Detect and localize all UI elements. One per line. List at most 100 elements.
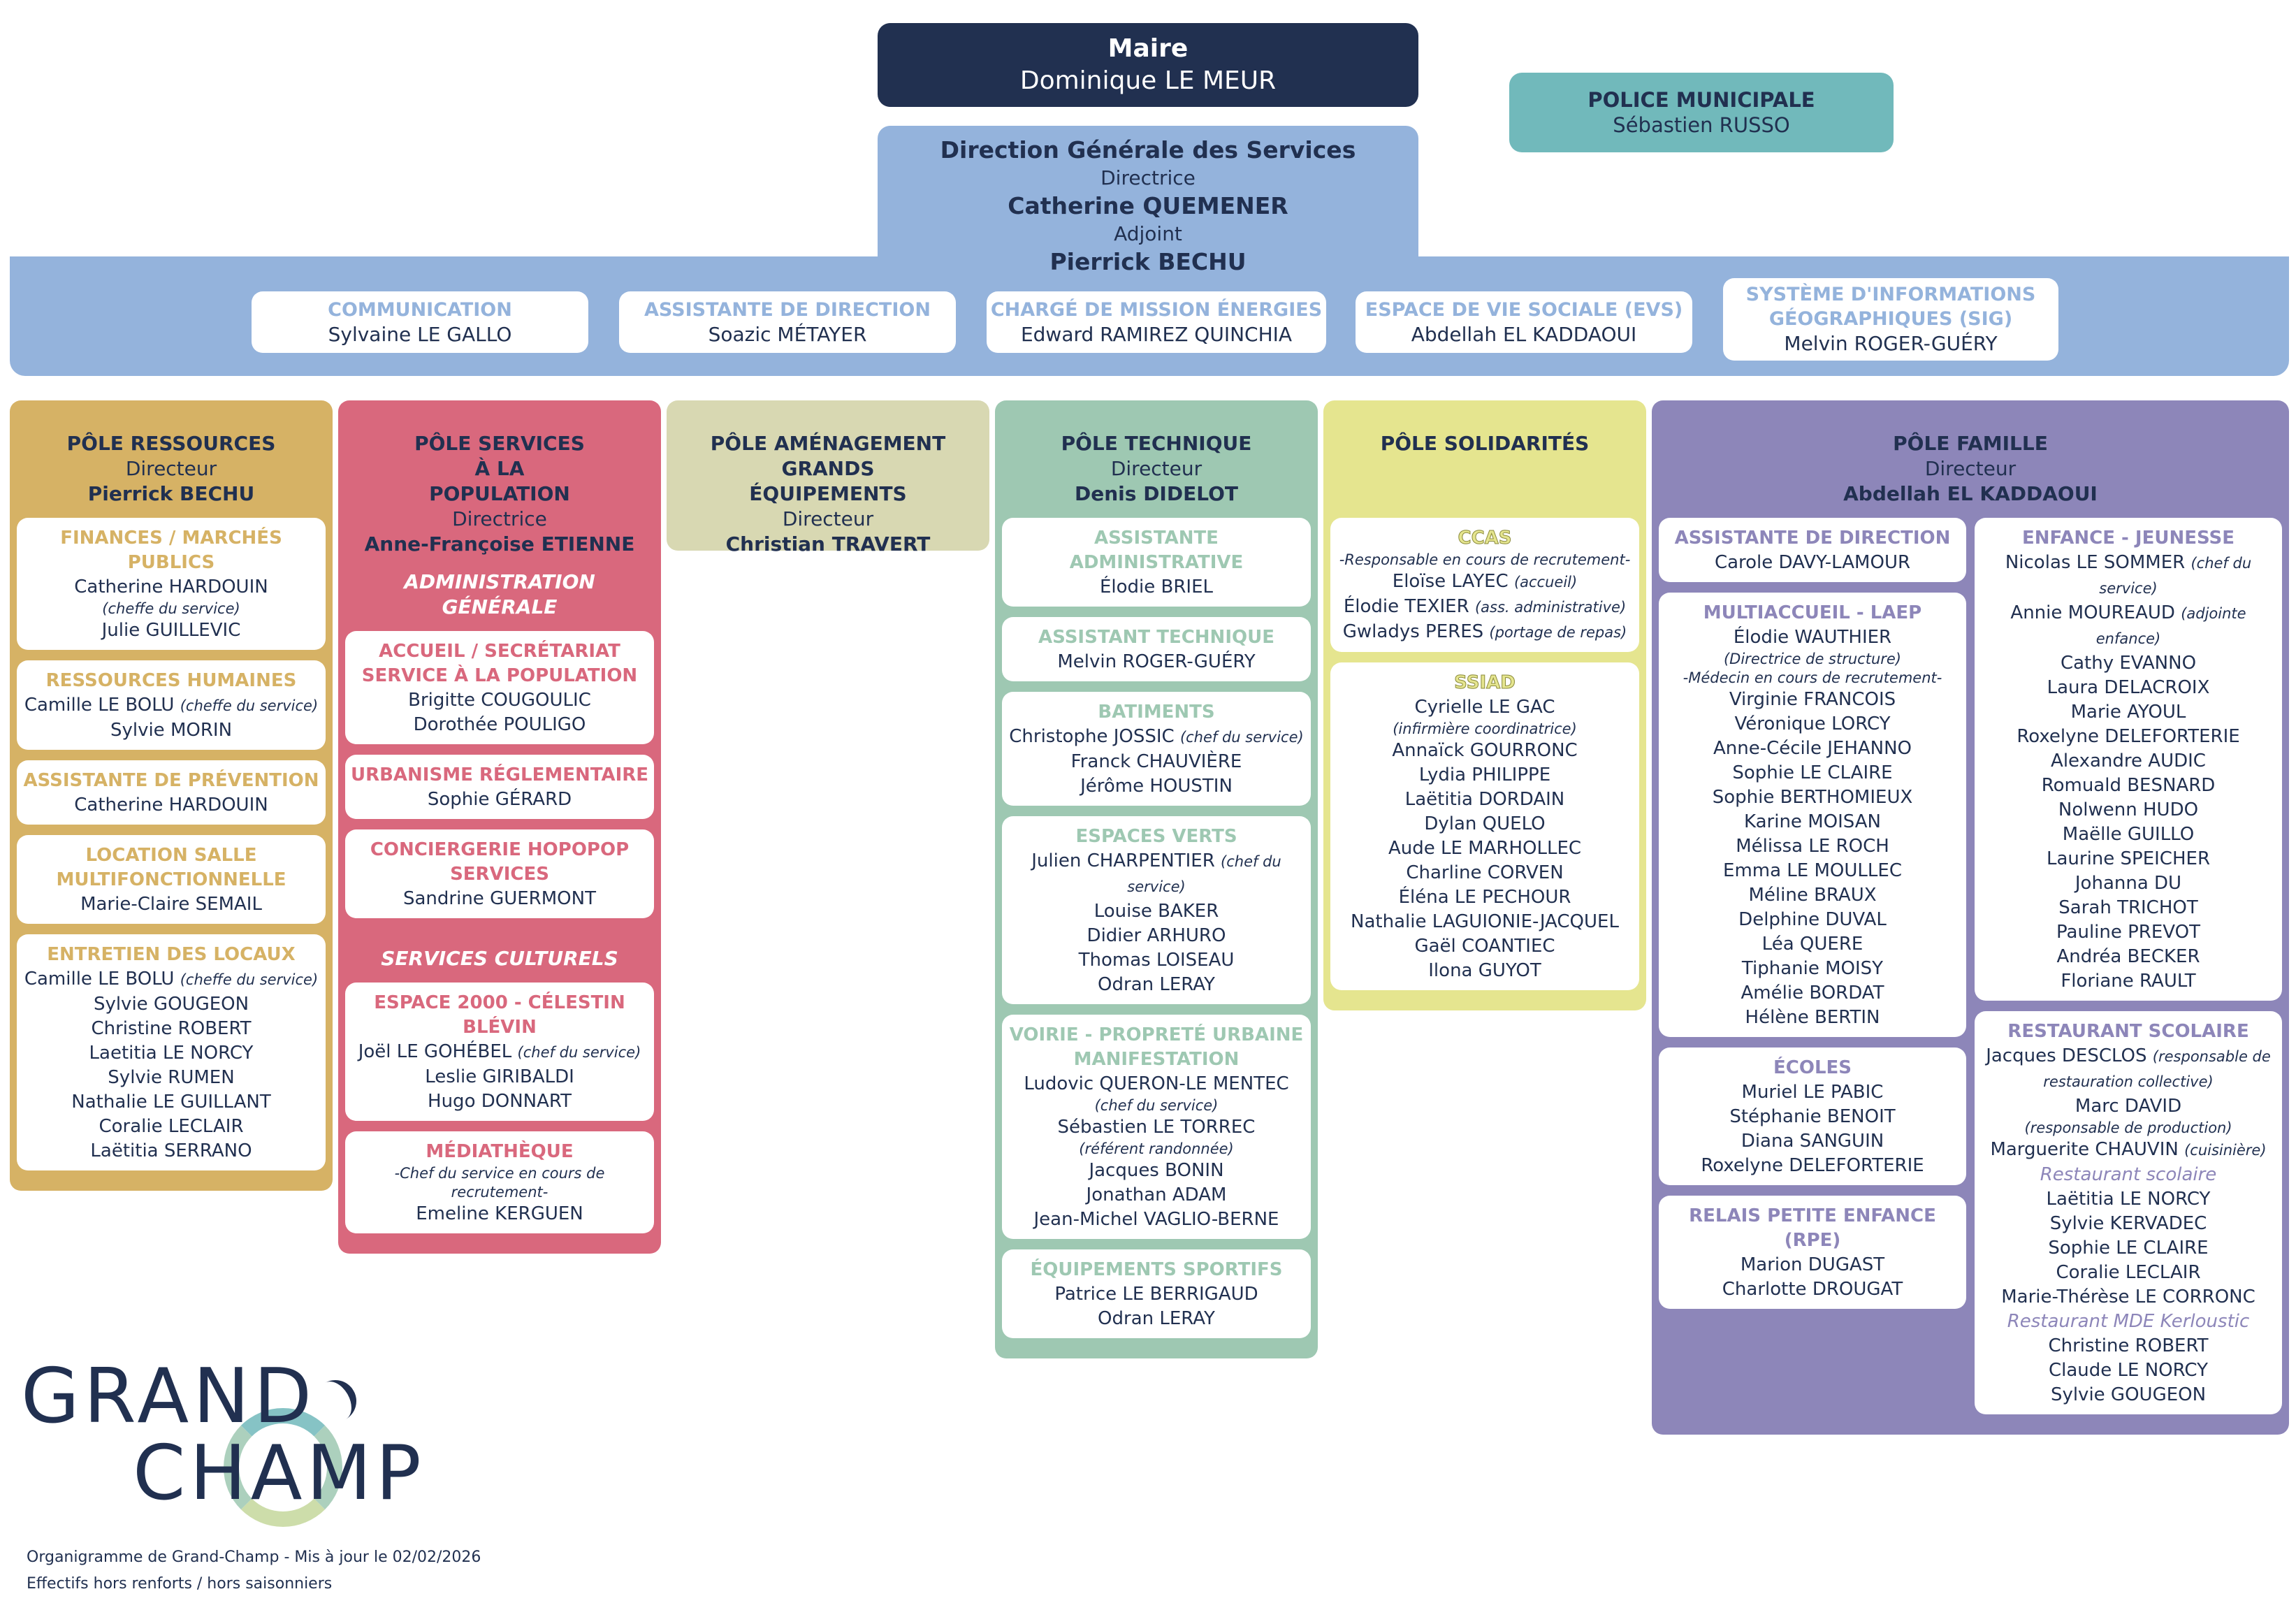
dgs-service-evs: ESPACE DE VIE SOCIALE (EVS) Abdellah EL … <box>1356 291 1692 353</box>
person-entry: Julie GUILLEVIC <box>21 618 321 643</box>
person-entry: Thomas LOISEAU <box>1006 948 1307 973</box>
service-card-title: FINANCES / MARCHÉS PUBLICS <box>60 528 282 573</box>
person-name: Anne-Cécile JEHANNO <box>1713 738 1912 759</box>
person-name: Nathalie LAGUIONIE-JACQUEL <box>1351 911 1619 932</box>
person-name: Camille LE BOLU <box>24 969 175 989</box>
person-entry: Claude LE NORCY <box>1979 1358 2278 1383</box>
person-entry: Léa QUERE <box>1663 932 1962 957</box>
pole-role: Directeur <box>1924 457 2017 480</box>
person-entry: Hugo DONNART <box>349 1089 650 1114</box>
person-entry: Tiphanie MOISY <box>1663 957 1962 981</box>
person-name: Sylvie KERVADEC <box>2049 1213 2207 1234</box>
person-entry: Marguerite CHAUVIN (cuisinière) <box>1979 1138 2278 1163</box>
person-entry: Mélissa LE ROCH <box>1663 834 1962 859</box>
service-person: Melvin ROGER-GUÉRY <box>1784 332 1998 355</box>
person-name: Louise BAKER <box>1093 901 1219 922</box>
pole-role: Directrice <box>452 507 547 530</box>
person-name: Laura DELACROIX <box>2047 677 2210 698</box>
person-name: Roxelyne DELEFORTERIE <box>1701 1155 1924 1176</box>
person-entry: Nolwenn HUDO <box>1979 798 2278 822</box>
person-name: Sophie GÉRARD <box>427 789 572 810</box>
person-role-note: (chef du service) <box>2099 555 2252 597</box>
service-title: SYSTÈME D'INFORMATIONS GÉOGRAPHIQUES (SI… <box>1745 284 2036 330</box>
logo-word-grand: GRAND <box>21 1353 317 1440</box>
person-name: Gaël COANTIEC <box>1414 936 1555 957</box>
person-name: Romuald BESNARD <box>2041 775 2216 796</box>
pole-director: Christian TRAVERT <box>725 532 931 556</box>
person-entry: Sophie LE CLAIRE <box>1979 1236 2278 1261</box>
person-name: Jean-Michel VAGLIO-BERNE <box>1033 1209 1279 1230</box>
person-name: Roxelyne DELEFORTERIE <box>2017 726 2240 747</box>
person-name: Sophie BERTHOMIEUX <box>1712 787 1913 808</box>
person-name: Marguerite CHAUVIN <box>1990 1139 2179 1160</box>
person-entry: Camille LE BOLU (cheffe du service) <box>21 967 321 992</box>
service-card-title: ASSISTANTE DE DIRECTION <box>1674 528 1951 549</box>
pole-role: Directeur <box>125 457 217 480</box>
person-entry: Nathalie LE GUILLANT <box>21 1090 321 1115</box>
dgs-service-assistante-direction: ASSISTANTE DE DIRECTION Soazic MÉTAYER <box>619 291 956 353</box>
dgs-service-energies: CHARGÉ DE MISSION ÉNERGIES Edward RAMIRE… <box>987 291 1326 353</box>
famille-columns: ASSISTANTE DE DIRECTION Carole DAVY-LAMOU… <box>1659 518 2282 1425</box>
person-name: Brigitte COUGOULIC <box>408 690 591 711</box>
service-title: ASSISTANTE DE DIRECTION <box>644 298 931 321</box>
person-entry: Marion DUGAST <box>1663 1253 1962 1277</box>
person-role-note: (chef du service) <box>1127 853 1281 895</box>
person-name: Muriel LE PABIC <box>1741 1082 1884 1103</box>
person-role-note: (portage de repas) <box>1489 624 1627 641</box>
person-entry: Marie-Thérèse LE CORRONC <box>1979 1285 2278 1310</box>
person-name: Annaïck GOURRONC <box>1392 740 1578 761</box>
person-entry: Annie MOUREAUD (adjointe enfance) <box>1979 601 2278 651</box>
person-entry: Éléna LE PECHOUR <box>1335 885 1635 910</box>
person-entry: Floriane RAULT <box>1979 969 2278 994</box>
service-card-title: MULTIACCUEIL - LAEP <box>1703 602 1922 623</box>
person-entry: Sylvie GOUGEON <box>21 992 321 1017</box>
person-name: Franck CHAUVIÈRE <box>1070 751 1242 772</box>
service-card: ASSISTANTE DE DIRECTION Carole DAVY-LAMOU… <box>1659 518 1966 582</box>
person-name: Élodie WAUTHIER <box>1733 627 1892 648</box>
person-entry: Leslie GIRIBALDI <box>349 1065 650 1089</box>
person-name: Cathy EVANNO <box>2060 653 2197 674</box>
pole-director: Anne-Françoise ETIENNE <box>364 532 635 556</box>
service-card-title: ENTRETIEN DES LOCAUX <box>47 944 296 965</box>
person-name: Charline CORVEN <box>1406 862 1564 883</box>
person-name: Laëtitia LE NORCY <box>2046 1189 2211 1210</box>
service-person: Sylvaine LE GALLO <box>328 322 512 346</box>
person-entry: Roxelyne DELEFORTERIE <box>1663 1154 1962 1178</box>
person-role-note: (cheffe du service) <box>180 697 319 714</box>
person-role-note: (cuisinière) <box>2184 1142 2267 1159</box>
person-name: Carole DAVY-LAMOUR <box>1714 552 1911 573</box>
person-entry: Julien CHARPENTIER (chef du service) <box>1006 849 1307 899</box>
person-entry: Sylvie GOUGEON <box>1979 1383 2278 1407</box>
service-card-title: URBANISME RÉGLEMENTAIRE <box>350 764 649 785</box>
person-name: Jacques BONIN <box>1089 1160 1224 1181</box>
person-name: Catherine HARDOUIN <box>74 795 268 815</box>
service-card-title: CONCIERGERIE HOPOPOP SERVICES <box>370 839 630 885</box>
person-name: Julien CHARPENTIER <box>1031 850 1215 871</box>
dgs-name-directrice: Catherine QUEMENER <box>1008 192 1288 219</box>
person-entry: Nicolas LE SOMMER (chef du service) <box>1979 551 2278 601</box>
service-cards: ACCUEIL / SECRÉTARIAT SERVICE À LA POPUL… <box>345 631 654 918</box>
person-entry: Nathalie LAGUIONIE-JACQUEL <box>1335 910 1635 934</box>
service-card-title: ASSISTANTE DE PRÉVENTION <box>23 770 319 791</box>
service-card-title: CCAS <box>1458 528 1512 549</box>
person-name: Odran LERAY <box>1098 1308 1215 1329</box>
person-note: -Chef du service en cours de recrutement… <box>394 1165 605 1201</box>
person-entry: Eloïse LAYEC (accueil) <box>1335 570 1635 595</box>
service-card-title: ÉQUIPEMENTS SPORTIFS <box>1030 1259 1283 1280</box>
person-entry: Laëtitia LE NORCY <box>1979 1187 2278 1212</box>
person-name: Maëlle GUILLO <box>2062 824 2195 845</box>
person-name: Sophie LE CLAIRE <box>2048 1238 2209 1259</box>
person-name: Laëtitia SERRANO <box>90 1140 252 1161</box>
service-card-title: ESPACE 2000 - CÉLESTIN BLÉVIN <box>374 992 625 1038</box>
person-role-note: (accueil) <box>1513 574 1578 590</box>
person-name: Coralie LECLAIR <box>99 1116 244 1137</box>
person-entry: Marie-Claire SEMAIL <box>21 892 321 917</box>
person-entry: Johanna DU <box>1979 871 2278 896</box>
